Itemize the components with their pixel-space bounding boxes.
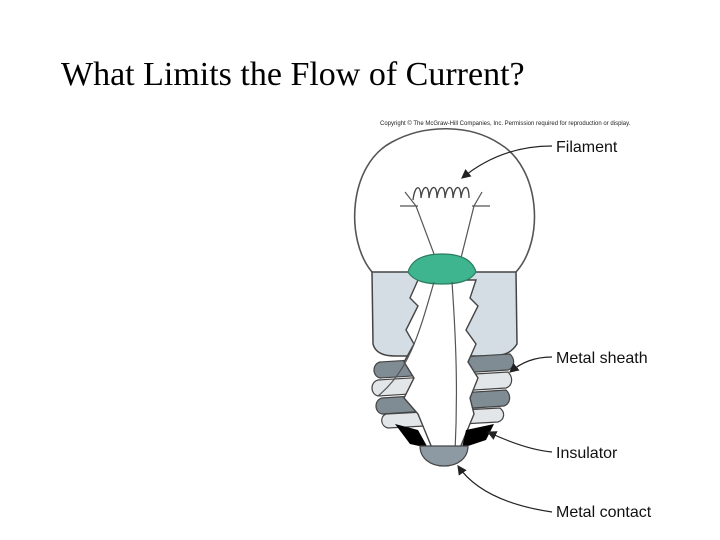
filament-callout-line (461, 145, 553, 179)
filament-support-wires (400, 191, 490, 263)
insulator-callout-line (486, 431, 553, 453)
slide-title: What Limits the Flow of Current? (61, 56, 525, 93)
lead-wires (377, 281, 458, 453)
label-insulator: Insulator (556, 445, 618, 462)
callout-lines (457, 145, 553, 513)
metal-sheath-callout-line (509, 356, 553, 373)
label-metal-sheath: Metal sheath (556, 350, 648, 367)
label-filament: Filament (556, 139, 618, 156)
filament-mount (407, 253, 477, 285)
glass-bulb (353, 127, 536, 273)
metal-contact-callout-line (457, 465, 553, 513)
filament-coil (412, 186, 470, 201)
label-metal-contact: Metal contact (556, 504, 652, 521)
insulator (395, 424, 494, 448)
copyright-notice: Copyright © The McGraw-Hill Companies, I… (380, 120, 631, 127)
metal-contact (419, 445, 469, 467)
